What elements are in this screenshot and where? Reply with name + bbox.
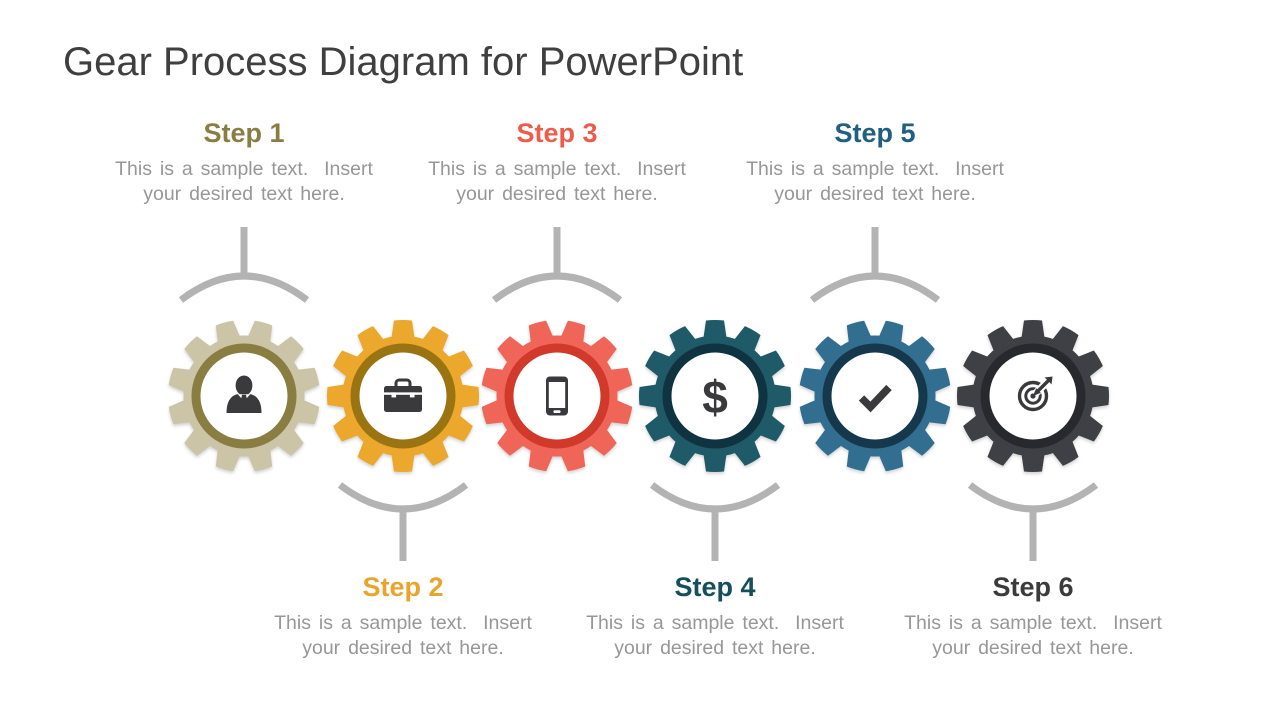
gear-graphic [326, 319, 480, 473]
step-2-desc-line1: This is a sample text. Insert [274, 612, 532, 634]
step-5-gear [795, 316, 955, 476]
target-icon [1017, 375, 1054, 412]
step-2-title: Step 2 [362, 572, 444, 602]
step-3-connector-line [491, 227, 623, 303]
step-4-description: This is a sample text. Insert your desire… [550, 611, 880, 661]
step-2-connector-line [337, 482, 469, 561]
step-6-connector-line [967, 482, 1099, 561]
dollar-icon: $ [702, 371, 728, 423]
step-5-desc-line2: your desired text here. [774, 183, 976, 205]
step-4-text-block: Step 4 This is a sample text. Insert your… [550, 572, 880, 661]
gear-graphic [799, 320, 951, 472]
step-3-desc-line1: This is a sample text. Insert [428, 158, 686, 180]
step-1-desc-line2: your desired text here. [143, 183, 345, 205]
step-1-desc-line1: This is a sample text. Insert [115, 158, 373, 180]
step-2-desc-line2: your desired text here. [302, 637, 504, 659]
step-5-title: Step 5 [834, 118, 916, 148]
gear-graphic [481, 320, 633, 472]
step-6-description: This is a sample text. Insert your desire… [868, 611, 1198, 661]
step-3-gear [477, 316, 637, 476]
step-4-gear: $ [635, 316, 795, 476]
step-6-desc-line1: This is a sample text. Insert [904, 612, 1162, 634]
step-2-description: This is a sample text. Insert your desire… [238, 611, 568, 661]
step-2-text-block: Step 2 This is a sample text. Insert your… [238, 572, 568, 661]
step-1-text-block: Step 1 This is a sample text. Insert your… [79, 118, 409, 207]
step-3-title: Step 3 [516, 118, 598, 148]
step-3-description: This is a sample text. Insert your desire… [392, 157, 722, 207]
slide-title: Gear Process Diagram for PowerPoint [63, 40, 744, 84]
step-1-gear [164, 316, 324, 476]
step-1-connector-line [178, 227, 310, 303]
briefcase-icon [384, 378, 422, 412]
gear-graphic: $ [638, 319, 792, 473]
step-2-gear [323, 316, 483, 476]
gear-graphic [168, 320, 320, 472]
step-5-description: This is a sample text. Insert your desire… [710, 157, 1040, 207]
step-5-text-block: Step 5 This is a sample text. Insert your… [710, 118, 1040, 207]
person-icon [226, 375, 262, 413]
step-4-desc-line2: your desired text here. [614, 637, 816, 659]
step-6-desc-line2: your desired text here. [932, 637, 1134, 659]
gear-graphic [956, 319, 1110, 473]
step-4-connector-line [649, 482, 781, 561]
step-5-connector-line [809, 227, 941, 303]
step-3-text-block: Step 3 This is a sample text. Insert your… [392, 118, 722, 207]
step-6-title: Step 6 [992, 572, 1074, 602]
step-5-desc-line1: This is a sample text. Insert [746, 158, 1004, 180]
check-icon [858, 384, 892, 413]
step-3-desc-line2: your desired text here. [456, 183, 658, 205]
step-1-description: This is a sample text. Insert your desire… [79, 157, 409, 207]
step-4-title: Step 4 [674, 572, 756, 602]
step-6-gear [953, 316, 1113, 476]
step-6-text-block: Step 6 This is a sample text. Insert your… [868, 572, 1198, 661]
step-4-desc-line1: This is a sample text. Insert [586, 612, 844, 634]
step-1-title: Step 1 [203, 118, 285, 148]
smartphone-icon [546, 376, 568, 416]
